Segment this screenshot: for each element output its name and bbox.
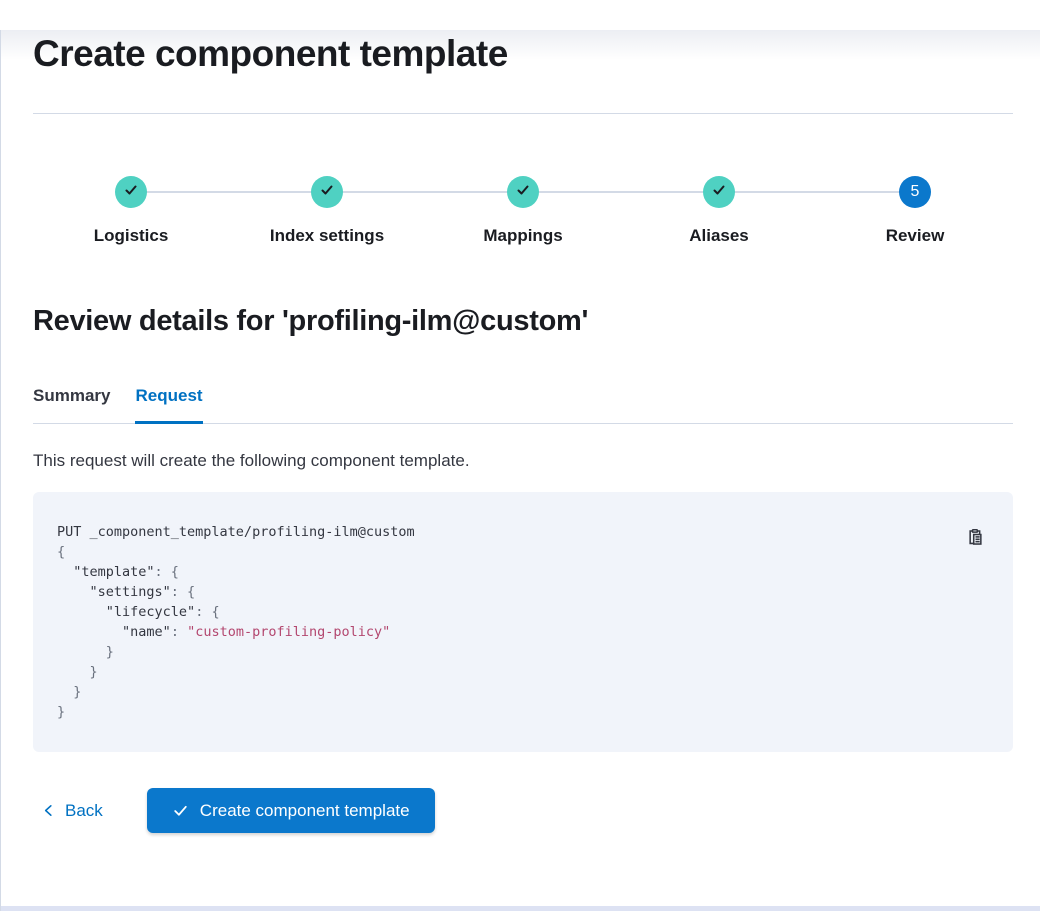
step-number: 5 xyxy=(910,183,920,200)
code-content: PUT _component_template/profiling-ilm@cu… xyxy=(57,522,989,722)
review-tabs: Summary Request xyxy=(33,386,1013,424)
step-current-circle: 5 xyxy=(899,176,931,208)
back-button-label: Back xyxy=(65,800,103,820)
code-line: } xyxy=(57,664,98,680)
code-line: "name": "custom-profiling-policy" xyxy=(122,624,391,640)
footer-actions: Back Create component template xyxy=(33,788,1013,833)
page-title: Create component template xyxy=(33,33,508,74)
create-component-template-button[interactable]: Create component template xyxy=(146,788,435,833)
check-icon xyxy=(172,802,189,819)
step-complete-circle xyxy=(703,176,735,208)
header-divider xyxy=(33,113,1013,114)
submit-button-label: Create component template xyxy=(199,800,410,820)
step-label: Aliases xyxy=(689,226,749,245)
bottom-panel-edge xyxy=(1,906,1040,911)
code-line: PUT _component_template/profiling-ilm@cu… xyxy=(57,524,415,540)
check-icon xyxy=(319,182,335,203)
step-index-settings[interactable]: Index settings xyxy=(229,176,425,247)
wizard-stepper: Logistics Index settings Mappings xyxy=(33,176,1013,247)
chevron-left-icon xyxy=(41,803,56,818)
step-logistics[interactable]: Logistics xyxy=(33,176,229,247)
step-complete-circle xyxy=(115,176,147,208)
step-complete-circle xyxy=(311,176,343,208)
step-review[interactable]: 5 Review xyxy=(817,176,1013,247)
step-label: Logistics xyxy=(93,226,169,245)
step-label: Review xyxy=(885,226,945,245)
step-label: Mappings xyxy=(483,226,563,245)
code-line: { xyxy=(57,544,66,560)
check-icon xyxy=(711,182,727,203)
step-mappings[interactable]: Mappings xyxy=(425,176,621,247)
code-line: "settings": { xyxy=(89,584,196,600)
code-line: "lifecycle": { xyxy=(105,604,220,620)
tab-summary[interactable]: Summary xyxy=(33,386,110,423)
copy-to-clipboard-button[interactable] xyxy=(964,526,987,549)
code-line: "template": { xyxy=(73,564,179,580)
step-complete-circle xyxy=(507,176,539,208)
code-line: } xyxy=(57,704,66,720)
create-component-template-page: Create component template Logistics Inde xyxy=(1,30,1040,833)
back-button[interactable]: Back xyxy=(33,793,111,829)
request-description: This request will create the following c… xyxy=(33,451,470,470)
step-label: Index settings xyxy=(269,226,385,245)
copy-clipboard-icon xyxy=(966,529,985,550)
tab-request[interactable]: Request xyxy=(135,386,203,424)
review-heading: Review details for 'profiling-ilm@custom… xyxy=(33,305,589,337)
request-code-block: PUT _component_template/profiling-ilm@cu… xyxy=(33,492,1013,752)
code-line: } xyxy=(57,684,82,700)
code-line: } xyxy=(57,644,114,660)
check-icon xyxy=(123,182,139,203)
check-icon xyxy=(515,182,531,203)
step-aliases[interactable]: Aliases xyxy=(621,176,817,247)
